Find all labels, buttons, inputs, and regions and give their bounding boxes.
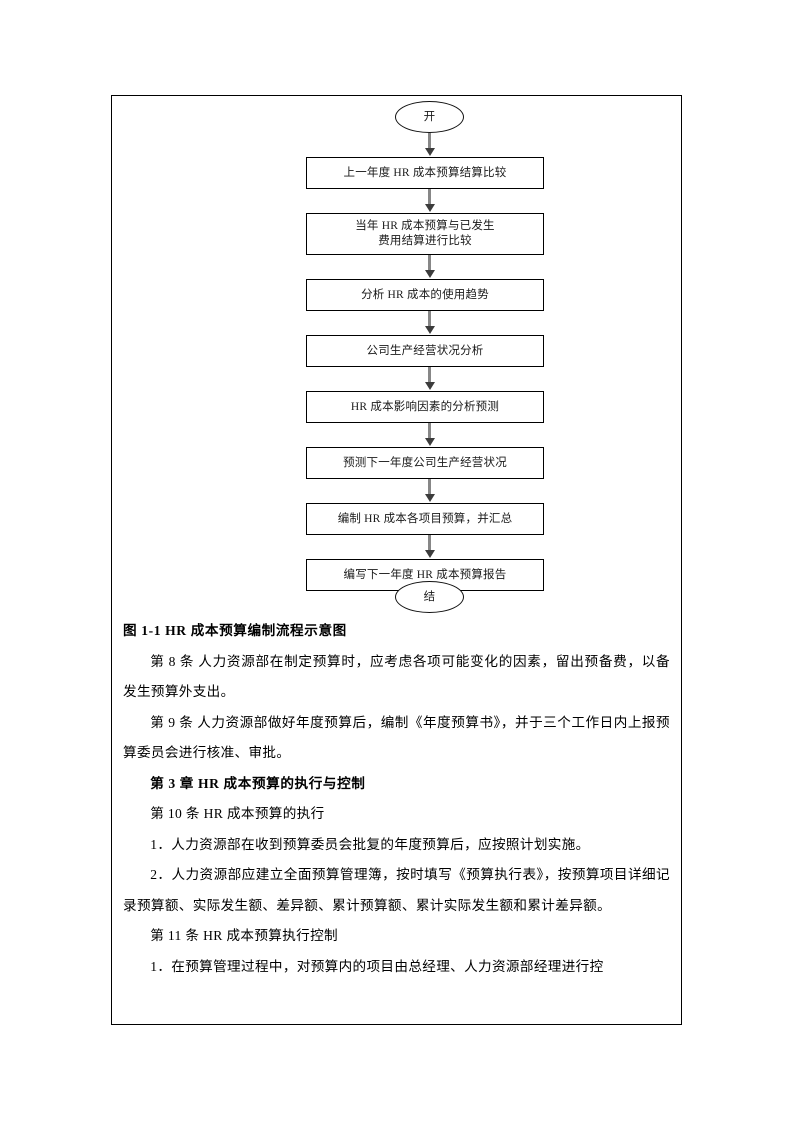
flowchart-arrow-3 <box>428 311 431 327</box>
flowchart-arrow-1 <box>428 189 431 205</box>
flowchart-arrow-2 <box>428 255 431 271</box>
flowchart-arrow-5 <box>428 423 431 439</box>
paragraph-article-10-item-2: 2．人力资源部应建立全面预算管理簿，按时填写《预算执行表》，按预算项目详细记录预… <box>123 867 670 913</box>
flowchart-step-2-label: 当年 HR 成本预算与已发生 费用结算进行比较 <box>355 220 495 247</box>
paragraph-article-9: 第 9 条 人力资源部做好年度预算后，编制《年度预算书》，并于三个工作日内上报预… <box>123 714 670 761</box>
paragraph-article-11: 第 11 条 HR 成本预算执行控制 <box>150 928 338 943</box>
flowchart-start-label: 开 <box>423 110 436 123</box>
flowchart-step-7-label: 编制 HR 成本各项目预算，并汇总 <box>337 512 513 525</box>
flowchart-step-8-label: 编写下一年度 HR 成本预算报告 <box>343 568 507 581</box>
flowchart-step-3-label: 分析 HR 成本的使用趋势 <box>361 288 489 301</box>
flowchart-step-1-label: 上一年度 HR 成本预算结算比较 <box>343 166 507 179</box>
flowchart-arrow-6 <box>428 479 431 495</box>
flowchart-step-4: 公司生产经营状况分析 <box>306 335 544 367</box>
paragraph-article-8: 第 8 条 人力资源部在制定预算时，应考虑各项可能变化的因素，留出预备费，以备发… <box>123 653 670 700</box>
flowchart-hr-cost-budget: 开 上一年度 HR 成本预算结算比较 当年 HR 成本预算与已发生 费用结算进行… <box>112 96 681 616</box>
document-page-frame: 开 上一年度 HR 成本预算结算比较 当年 HR 成本预算与已发生 费用结算进行… <box>111 95 682 1025</box>
document-body-text: 图 1-1 HR 成本预算编制流程示意图 第 8 条 人力资源部在制定预算时，应… <box>123 616 670 982</box>
flowchart-start-node: 开 <box>395 101 464 133</box>
flowchart-end-label: 结 <box>423 590 436 603</box>
figure-caption: 图 1-1 HR 成本预算编制流程示意图 <box>123 623 347 638</box>
flowchart-step-2: 当年 HR 成本预算与已发生 费用结算进行比较 <box>306 213 544 255</box>
flowchart-arrow-0 <box>428 133 431 149</box>
flowchart-step-4-label: 公司生产经营状况分析 <box>366 344 484 357</box>
flowchart-end-node: 结 <box>395 581 464 613</box>
flowchart-arrow-7 <box>428 535 431 551</box>
flowchart-step-7: 编制 HR 成本各项目预算，并汇总 <box>306 503 544 535</box>
flowchart-step-6-label: 预测下一年度公司生产经营状况 <box>343 456 507 469</box>
paragraph-article-10: 第 10 条 HR 成本预算的执行 <box>150 806 325 821</box>
flowchart-step-3: 分析 HR 成本的使用趋势 <box>306 279 544 311</box>
flowchart-step-5-label: HR 成本影响因素的分析预测 <box>350 400 500 413</box>
paragraph-article-11-item-1: 1．在预算管理过程中，对预算内的项目由总经理、人力资源部经理进行控 <box>150 958 604 974</box>
flowchart-step-1: 上一年度 HR 成本预算结算比较 <box>306 157 544 189</box>
flowchart-arrow-4 <box>428 367 431 383</box>
paragraph-article-10-item-1: 1．人力资源部在收到预算委员会批复的年度预算后，应按照计划实施。 <box>150 836 590 852</box>
heading-chapter-3: 第 3 章 HR 成本预算的执行与控制 <box>150 775 366 791</box>
flowchart-step-6: 预测下一年度公司生产经营状况 <box>306 447 544 479</box>
flowchart-step-5: HR 成本影响因素的分析预测 <box>306 391 544 423</box>
